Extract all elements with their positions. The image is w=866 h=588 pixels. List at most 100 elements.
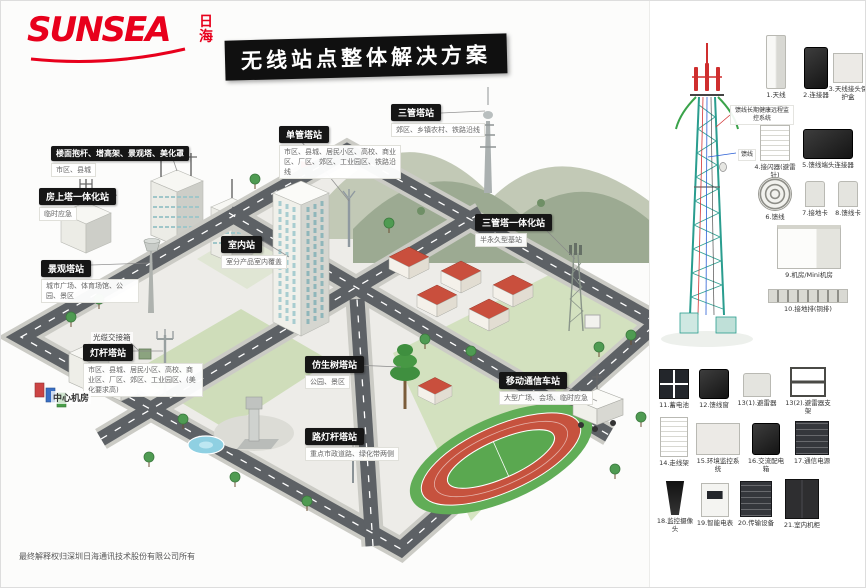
- product-camera: 18.监控摄像头: [656, 481, 694, 533]
- product-caption: 5.馈线端头连接器: [802, 161, 854, 169]
- product-panel: 馈线长期健康远程监控系统 馈线 1.天线 2.连接器 3.天线接头保护盒 4.接…: [649, 1, 866, 587]
- product-battery: 11.蓄电池: [656, 369, 692, 409]
- landscape-tower: [143, 238, 161, 313]
- tower-detail-diagram: [661, 43, 753, 347]
- brand-wordmark: SUNSEA: [27, 10, 172, 50]
- logo-swoosh-icon: [30, 47, 186, 63]
- product-caption: 13(2).避雷器支架: [785, 399, 831, 416]
- ac-distribution-icon: [752, 423, 780, 455]
- product-caption: 15.环境监控系统: [696, 457, 740, 474]
- callout-title: 三管塔一体化站: [475, 214, 553, 231]
- product-caption: 17.通信电源: [793, 457, 831, 465]
- callout-sub: 临时应急: [39, 207, 77, 222]
- ground-busbar-icon: [768, 289, 848, 303]
- product-caption: 4.接闪器(避雷针): [754, 163, 796, 180]
- copyright-footer: 最终解释权归深圳日海通讯技术股份有限公司所有: [19, 552, 195, 561]
- product-cable-rack: 14.走线架: [656, 417, 692, 467]
- product-protection-box: 3.天线接头保护盒: [828, 53, 866, 102]
- indoor-site-building: [272, 161, 330, 337]
- callout-light-pole: 灯杆塔站 市区、县城、居民小区、高校、商业区、厂区、郊区、工业园区、(美化要求高…: [83, 341, 203, 398]
- arrester-icon: [743, 373, 771, 397]
- sunsea-logo: SUNSEA 日 海: [27, 10, 213, 63]
- callout-sub: 城市广场、体育场馆、公园、景区: [41, 279, 139, 304]
- callout-mobile-vehicle: 移动通信车站 大型广场、会场、临时应急: [499, 369, 603, 406]
- callout-street-lamp: 路灯杆塔站 重点市政道路、绿化带两侧: [305, 425, 411, 462]
- product-env-monitor: 15.环境监控系统: [694, 423, 742, 473]
- bionic-tree-tower: [390, 344, 420, 409]
- product-indoor-cabinet: 21.室内机柜: [780, 479, 824, 529]
- lattice-tower-integrated: [568, 243, 601, 332]
- meter-icon: [701, 483, 729, 517]
- callout-indoor: 室内站 室分产品室内覆盖: [221, 233, 313, 270]
- stadium: [409, 403, 593, 515]
- arrester-bracket-icon: [790, 367, 826, 397]
- central-room-label: 中心机房: [51, 391, 92, 404]
- callout-title: 三管塔站: [391, 104, 442, 121]
- shelter-icon: [777, 225, 841, 269]
- product-caption: 18.监控摄像头: [656, 517, 694, 534]
- antenna-icon: [766, 35, 786, 89]
- indoor-cabinet-icon: [785, 479, 819, 519]
- product-caption: 14.走线架: [659, 459, 689, 467]
- product-caption: 11.蓄电池: [659, 401, 689, 409]
- callout-sub: 市区、县城、居民小区、高校、商业区、厂区、郊区、工业园区、(美化要求高): [83, 363, 203, 398]
- env-monitor-icon: [696, 423, 740, 455]
- callout-title: 楼面抱杆、增高架、景观塔、美化罩: [51, 146, 189, 161]
- fountain: [187, 435, 225, 455]
- callout-sub: 公园、景区: [305, 375, 350, 390]
- product-caption: 7.接地卡: [802, 209, 828, 217]
- callout-bionic-tree: 仿生树塔站 公园、景区: [305, 353, 389, 390]
- product-caption: 1.天线: [766, 91, 786, 99]
- product-lightning-rod: 4.接闪器(避雷针): [754, 125, 796, 179]
- callout-sub: 重点市政道路、绿化带两侧: [305, 447, 399, 462]
- statue: [237, 396, 279, 449]
- callout-title: 灯杆塔站: [83, 344, 134, 361]
- callout-title: 仿生树塔站: [305, 356, 365, 373]
- cable-rack-icon: [660, 417, 688, 457]
- product-feeder-window: 12.馈线窗: [696, 369, 732, 409]
- camera-icon: [665, 481, 685, 515]
- product-ground-busbar: 10.接地排(铜排): [762, 289, 854, 313]
- product-feeder-cable: 6.馈线: [754, 177, 796, 221]
- product-caption: 3.天线接头保护盒: [828, 85, 866, 102]
- brand-chinese: 日 海: [199, 14, 213, 46]
- fiber-cabinet-label: 光缆交接箱: [91, 332, 133, 343]
- red-roof-houses: [388, 246, 534, 405]
- product-power-supply: 17.通信电源: [790, 421, 834, 465]
- monopole-tower: [342, 189, 356, 247]
- product-caption: 20.传输设备: [737, 519, 775, 527]
- callout-sub: 半永久型基站: [475, 233, 527, 248]
- product-caption: 16.交流配电箱: [747, 457, 785, 474]
- product-shelter: 9.机房/Mini机房: [770, 225, 848, 279]
- callout-title: 路灯杆塔站: [305, 428, 365, 445]
- lightning-rod-icon: [760, 125, 790, 161]
- callout-title: 室内站: [221, 236, 263, 253]
- battery-icon: [659, 369, 689, 399]
- product-caption: 2.连接器: [803, 91, 829, 99]
- product-antenna: 1.天线: [756, 35, 796, 99]
- product-arrester-bracket: 13(2).避雷器支架: [782, 367, 834, 415]
- feeder-window-icon: [699, 369, 729, 399]
- product-transmission: 20.传输设备: [736, 481, 776, 527]
- connector-icon: [804, 47, 828, 89]
- feeder-cable-icon: [758, 177, 792, 211]
- feeder-connector-icon: [803, 129, 853, 159]
- brand-cn-bottom: 海: [199, 29, 213, 46]
- product-connector: 2.连接器: [796, 47, 836, 99]
- ground-clip-icon: [805, 181, 825, 207]
- fiber-cross-cabinet: [138, 348, 152, 360]
- product-ac-distribution: 16.交流配电箱: [746, 423, 786, 473]
- product-arrester: 13(1).避雷器: [736, 373, 778, 407]
- callout-roof-tower: 房上塔一体化站 临时应急: [39, 185, 139, 222]
- callout-sub: 市区、县城: [51, 163, 96, 178]
- callout-sub: 郊区、乡镇农村、铁路沿线: [391, 123, 485, 138]
- feeder-label: 馈线: [738, 149, 757, 162]
- product-caption: 8.馈线卡: [835, 209, 861, 217]
- callout-monopole: 单管塔站 市区、县城、居民小区、高校、商业区、厂区、郊区、工业园区、铁路沿线: [279, 123, 401, 180]
- callout-roof-pole: 楼面抱杆、增高架、景观塔、美化罩 市区、县城: [51, 141, 203, 178]
- protection-box-icon: [833, 53, 863, 83]
- callout-tri-tube-integrated: 三管塔一体化站 半永久型基站: [475, 211, 571, 248]
- product-ground-clip: 7.接地卡: [800, 181, 830, 217]
- product-caption: 10.接地排(铜排): [784, 305, 832, 313]
- product-feeder-clamp: 8.馈线卡: [832, 181, 864, 217]
